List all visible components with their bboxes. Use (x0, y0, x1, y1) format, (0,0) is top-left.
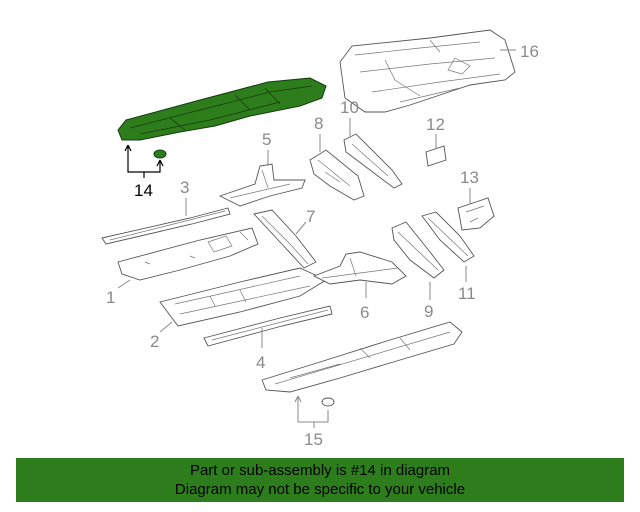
info-banner: Part or sub-assembly is #14 in diagram D… (16, 458, 624, 502)
leader-7 (295, 221, 307, 235)
callout-14: 14 (134, 181, 153, 200)
part-3-side-rail[interactable] (101, 207, 231, 245)
parts-diagram: 16 14 3 1 5 7 2 4 (101, 29, 539, 449)
part-16-rear-floor[interactable] (339, 29, 516, 113)
leader-2 (159, 321, 173, 333)
callout-11: 11 (458, 284, 476, 303)
part-14-clip[interactable] (153, 149, 167, 159)
leader-15 (294, 395, 329, 428)
part-13-bracket[interactable] (457, 197, 495, 231)
callout-16: 16 (520, 42, 539, 61)
part-7-tunnel[interactable] (253, 209, 317, 269)
callout-15: 15 (304, 430, 323, 449)
callout-9: 9 (424, 302, 433, 321)
callout-8: 8 (314, 114, 323, 133)
part-11-rail[interactable] (421, 211, 475, 263)
banner-line-1: Part or sub-assembly is #14 in diagram (189, 462, 451, 479)
banner-line-2: Diagram may not be specific to your vehi… (174, 481, 466, 498)
callout-13: 13 (460, 168, 479, 187)
part-14-underbody-shield[interactable] (117, 77, 327, 159)
callout-5: 5 (262, 130, 271, 149)
part-5-cross-member[interactable] (218, 163, 306, 207)
callout-4: 4 (256, 353, 265, 372)
part-10-bracket[interactable] (343, 133, 403, 189)
leader-14 (124, 144, 164, 178)
callout-10: 10 (340, 98, 359, 117)
callout-12: 12 (426, 115, 445, 134)
callout-3: 3 (180, 178, 189, 197)
callout-6: 6 (360, 303, 369, 322)
part-15-clip[interactable] (321, 397, 335, 407)
callout-7: 7 (306, 207, 315, 226)
part-15-rear-shield[interactable] (261, 321, 463, 407)
part-2-floor-panel[interactable] (159, 267, 327, 327)
part-12-plate[interactable] (425, 145, 447, 167)
callout-1: 1 (106, 288, 115, 307)
part-8-bracket[interactable] (309, 149, 365, 201)
part-1-front-floor[interactable] (117, 227, 259, 281)
part-4-reinforcement[interactable] (203, 305, 333, 347)
part-9-side-member[interactable] (391, 221, 445, 279)
leader-1 (117, 279, 131, 289)
callout-2: 2 (150, 332, 159, 351)
part-6-cross-member[interactable] (312, 251, 407, 285)
